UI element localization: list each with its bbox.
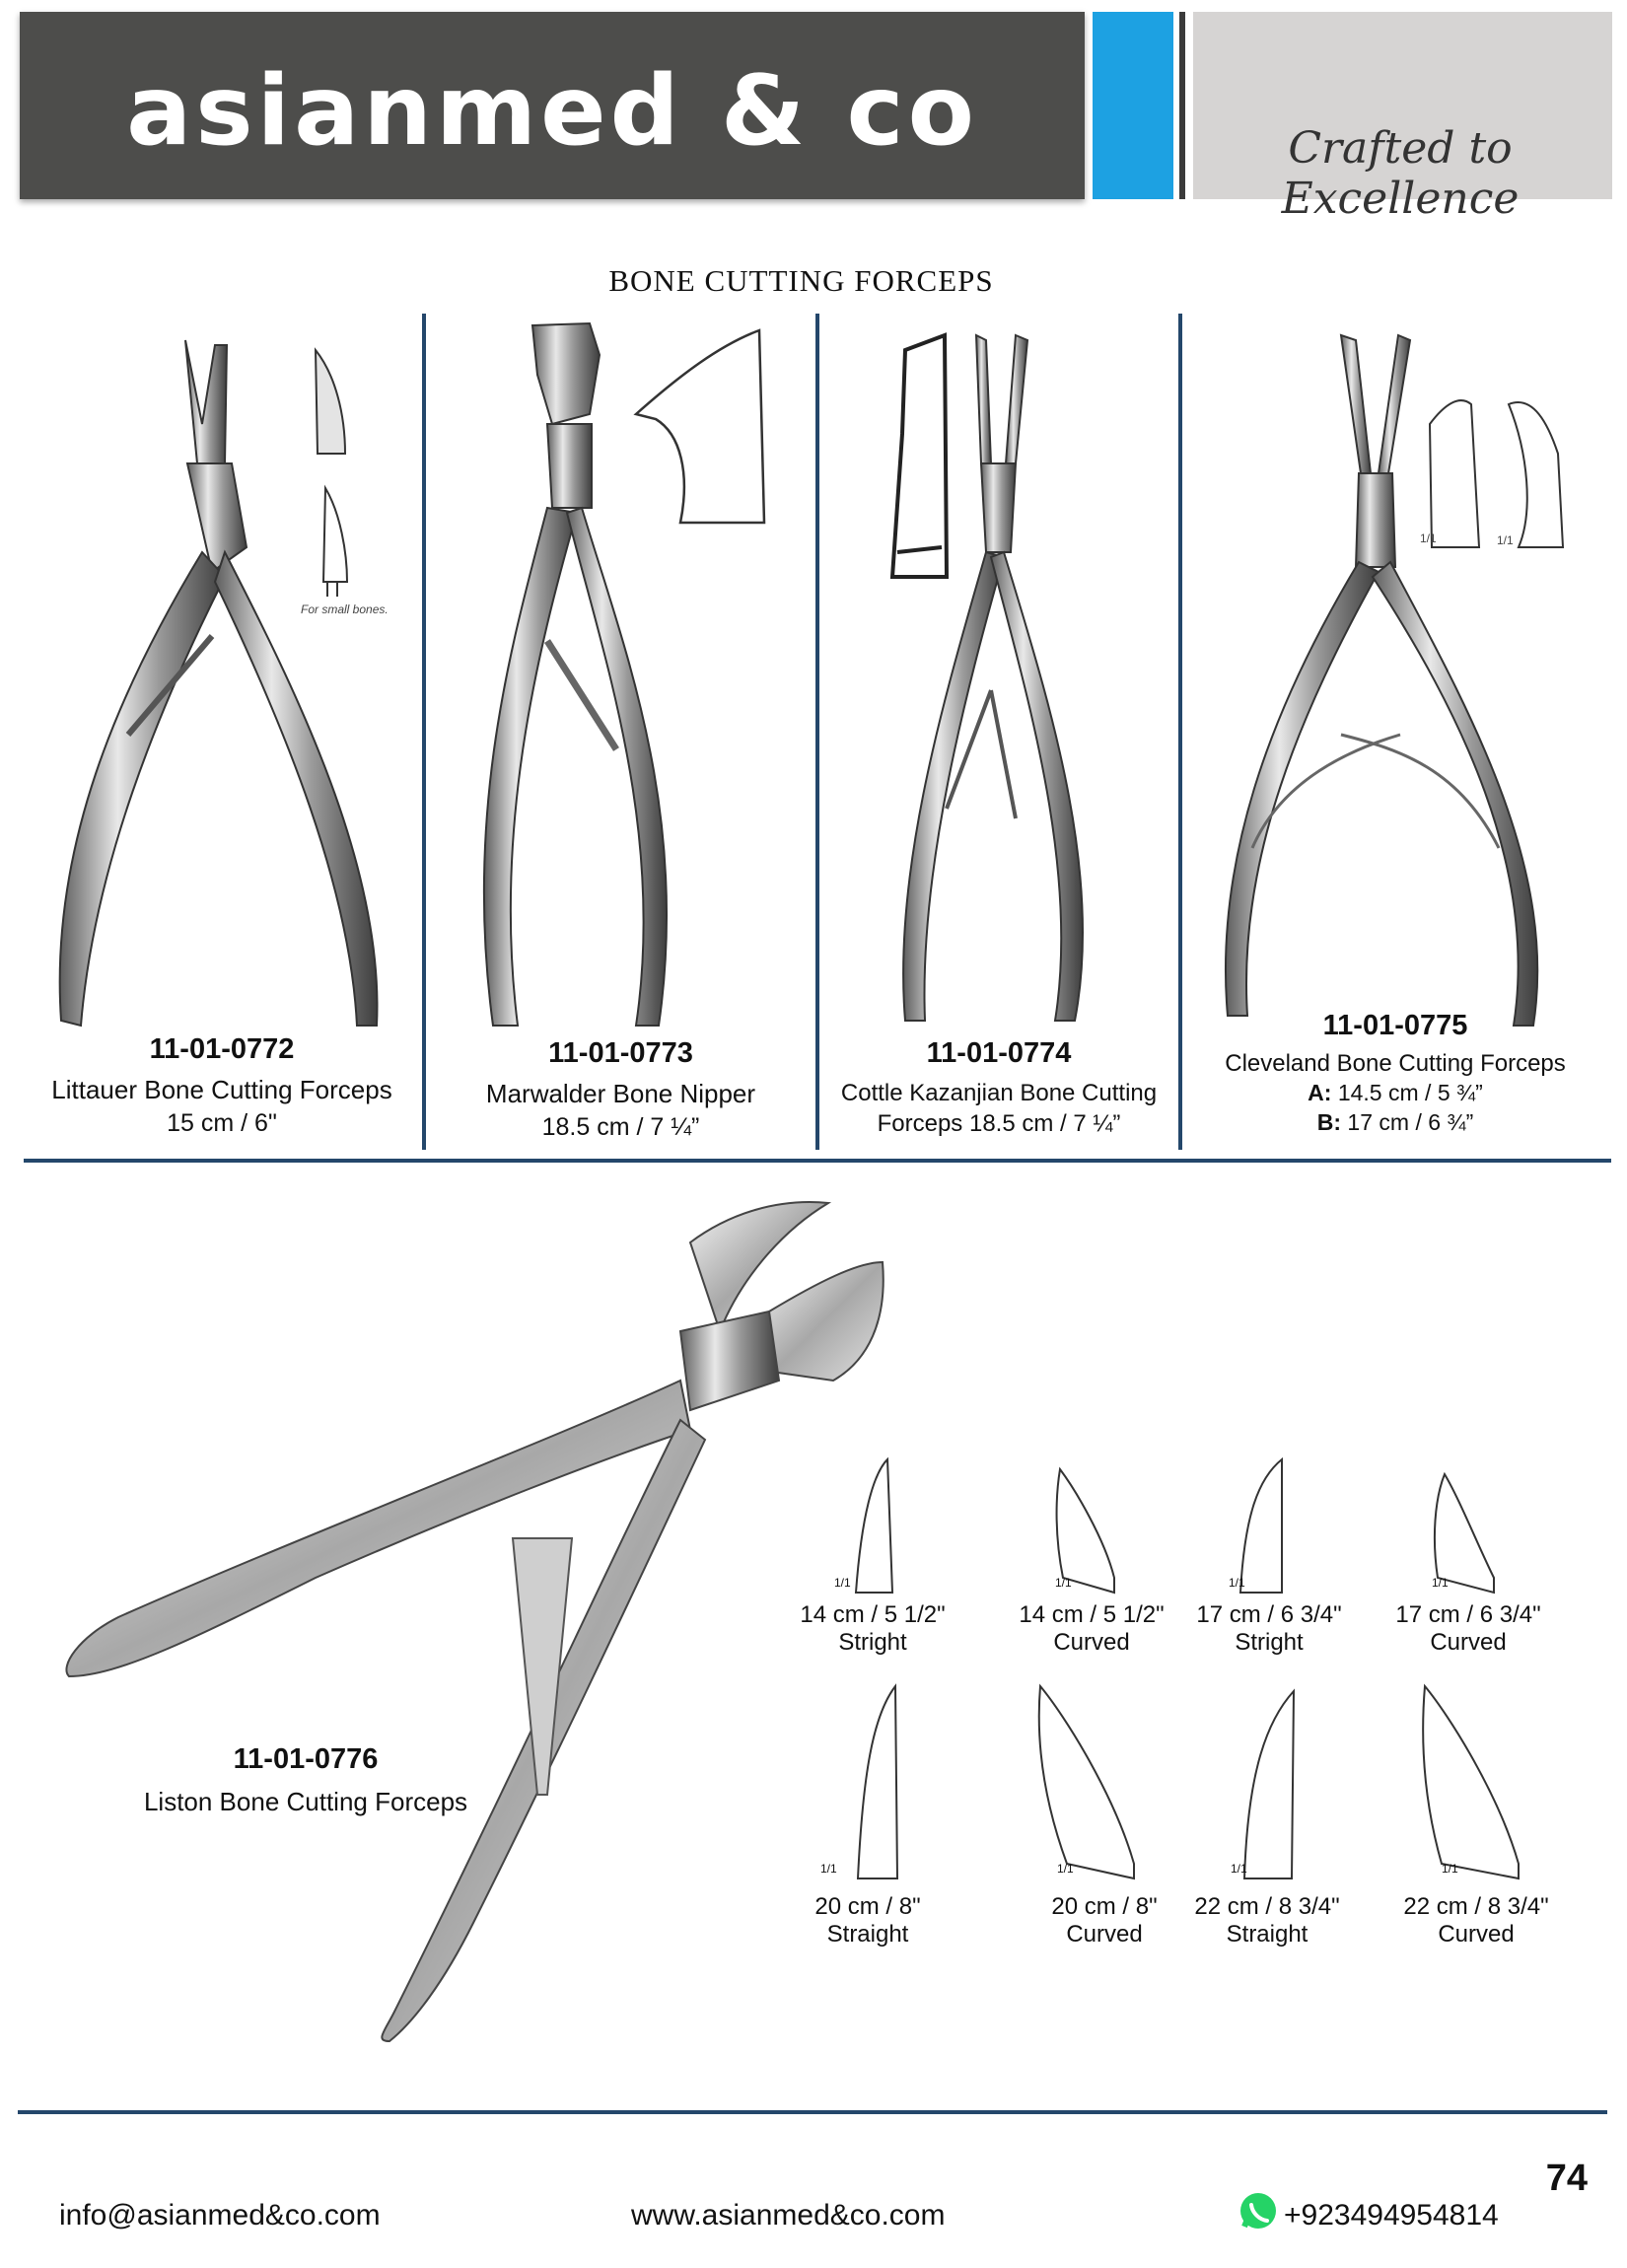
section-divider [24, 1159, 1611, 1163]
tip-size: 14 cm / 5 1/2" [1019, 1601, 1165, 1628]
footer-email-link[interactable]: info@asianmed&co.com [59, 2199, 381, 2232]
cleveland-tip-diagrams [1428, 399, 1565, 548]
tip-variant: 22 cm / 8 3/4" Straight [1173, 1893, 1361, 1948]
cleveland-scale-b: 1/1 [1497, 533, 1514, 547]
product-size-a: A: 14.5 cm / 5 ¾” [1183, 1079, 1607, 1108]
product-size: 15 cm / 6" [167, 1108, 277, 1137]
product-code: 11-01-0774 [926, 1037, 1072, 1069]
cottle-kazanjian-tip-diagram [889, 332, 950, 579]
tip-variant: 17 cm / 6 3/4" Stright [1175, 1601, 1363, 1656]
tip-size: 20 cm / 8" [814, 1893, 921, 1920]
size-a-label: A: [1308, 1080, 1332, 1106]
cleveland-forceps-image [1224, 333, 1539, 1027]
tip-variant: 14 cm / 5 1/2" Stright [779, 1601, 966, 1656]
tip-type: Curved [1053, 1628, 1130, 1656]
column-divider [422, 314, 426, 1150]
brand-logo: asianmed & co [126, 55, 978, 168]
marwalder-tip-diagram [633, 328, 766, 525]
header-accent-bar [1093, 12, 1173, 199]
tip-size: 17 cm / 6 3/4" [1196, 1601, 1342, 1628]
liston-forceps-image [65, 1201, 884, 2043]
tip-type: Straight [1226, 1920, 1309, 1948]
tip-type: Stright [1235, 1628, 1304, 1656]
product-card-0774: 11-01-0774 Cottle Kazanjian Bone Cutting… [820, 1037, 1177, 1139]
product-code: 11-01-0772 [149, 1033, 295, 1065]
product-name: Cottle Kazanjian Bone Cutting [840, 1080, 1158, 1106]
product-name: Marwalder Bone Nipper [485, 1079, 756, 1108]
tip-scale-label: 1/1 [1055, 1576, 1072, 1590]
tip-variant: 17 cm / 6 3/4" Curved [1375, 1601, 1562, 1656]
product-code: 11-01-0775 [1322, 1010, 1468, 1041]
marwalder-nipper-image [482, 321, 669, 1027]
product-code: 11-01-0776 [233, 1743, 379, 1775]
tip-type: Curved [1430, 1628, 1507, 1656]
column-divider [815, 314, 819, 1150]
section-title: BONE CUTTING FORCEPS [608, 263, 994, 298]
tip-type: Curved [1438, 1920, 1515, 1948]
product-name: Littauer Bone Cutting Forceps [51, 1075, 392, 1104]
header-separator [1179, 12, 1185, 199]
product-card-0776: 11-01-0776 Liston Bone Cutting Forceps [108, 1743, 503, 1819]
product-name: Cleveland Bone Cutting Forceps [1225, 1050, 1566, 1077]
tip-size: 14 cm / 5 1/2" [800, 1601, 946, 1628]
tip-scale-label: 1/1 [1057, 1862, 1074, 1876]
column-divider [1178, 314, 1182, 1150]
tip-variant: 22 cm / 8 3/4" Curved [1382, 1893, 1570, 1948]
tip-scale-label: 1/1 [1442, 1862, 1458, 1876]
product-card-0772: 11-01-0772 Littauer Bone Cutting Forceps… [20, 1033, 424, 1139]
tip-variant: 14 cm / 5 1/2" Curved [998, 1601, 1185, 1656]
littauer-tip-diagram [314, 347, 349, 597]
product-name: Liston Bone Cutting Forceps [143, 1787, 468, 1816]
tip-scale-label: 1/1 [820, 1862, 837, 1876]
littauer-forceps-image [58, 339, 379, 1028]
tip-size: 22 cm / 8 3/4" [1194, 1893, 1340, 1920]
footer-divider [18, 2110, 1607, 2114]
header-tagline-panel [1193, 12, 1612, 199]
tip-type: Straight [826, 1920, 909, 1948]
size-b-label: B: [1316, 1109, 1342, 1136]
tip-scale-label: 1/1 [1229, 1576, 1245, 1590]
tagline-signature: Crafted to Excellence [1281, 123, 1520, 224]
tip-variant: 20 cm / 8" Curved [1011, 1893, 1198, 1948]
littauer-tip-note: For small bones. [301, 602, 389, 616]
cleveland-scale-a: 1/1 [1420, 532, 1437, 545]
footer-phone-link[interactable]: +923494954814 [1284, 2199, 1499, 2232]
page-number: 74 [1545, 2158, 1588, 2199]
tip-type: Curved [1066, 1920, 1143, 1948]
whatsapp-icon [1240, 2193, 1276, 2229]
tip-size: 20 cm / 8" [1051, 1893, 1158, 1920]
product-size-b: B: 17 cm / 6 ¾” [1183, 1108, 1607, 1138]
product-code: 11-01-0773 [548, 1037, 693, 1069]
header-brand-panel: asianmed & co [20, 12, 1085, 199]
footer-website-link[interactable]: www.asianmed&co.com [631, 2199, 946, 2232]
tip-variant: 20 cm / 8" Straight [774, 1893, 961, 1948]
cottle-kazanjian-forceps-image [902, 333, 1085, 1022]
product-size: Forceps 18.5 cm / 7 ¼” [877, 1110, 1121, 1138]
product-card-0773: 11-01-0773 Marwalder Bone Nipper 18.5 cm… [426, 1037, 815, 1143]
tip-type: Stright [838, 1628, 907, 1656]
tip-scale-label: 1/1 [1231, 1862, 1247, 1876]
product-size: 18.5 cm / 7 ¼” [541, 1112, 700, 1141]
tip-size: 22 cm / 8 3/4" [1403, 1893, 1549, 1920]
tip-variant-shapes [854, 1456, 1520, 1880]
tip-scale-label: 1/1 [834, 1576, 851, 1590]
size-b-value: 17 cm / 6 ¾” [1347, 1109, 1474, 1136]
product-card-0775: 11-01-0775 Cleveland Bone Cutting Forcep… [1183, 1010, 1607, 1138]
tip-scale-label: 1/1 [1432, 1576, 1449, 1590]
size-a-value: 14.5 cm / 5 ¾” [1337, 1080, 1483, 1106]
tip-size: 17 cm / 6 3/4" [1395, 1601, 1541, 1628]
